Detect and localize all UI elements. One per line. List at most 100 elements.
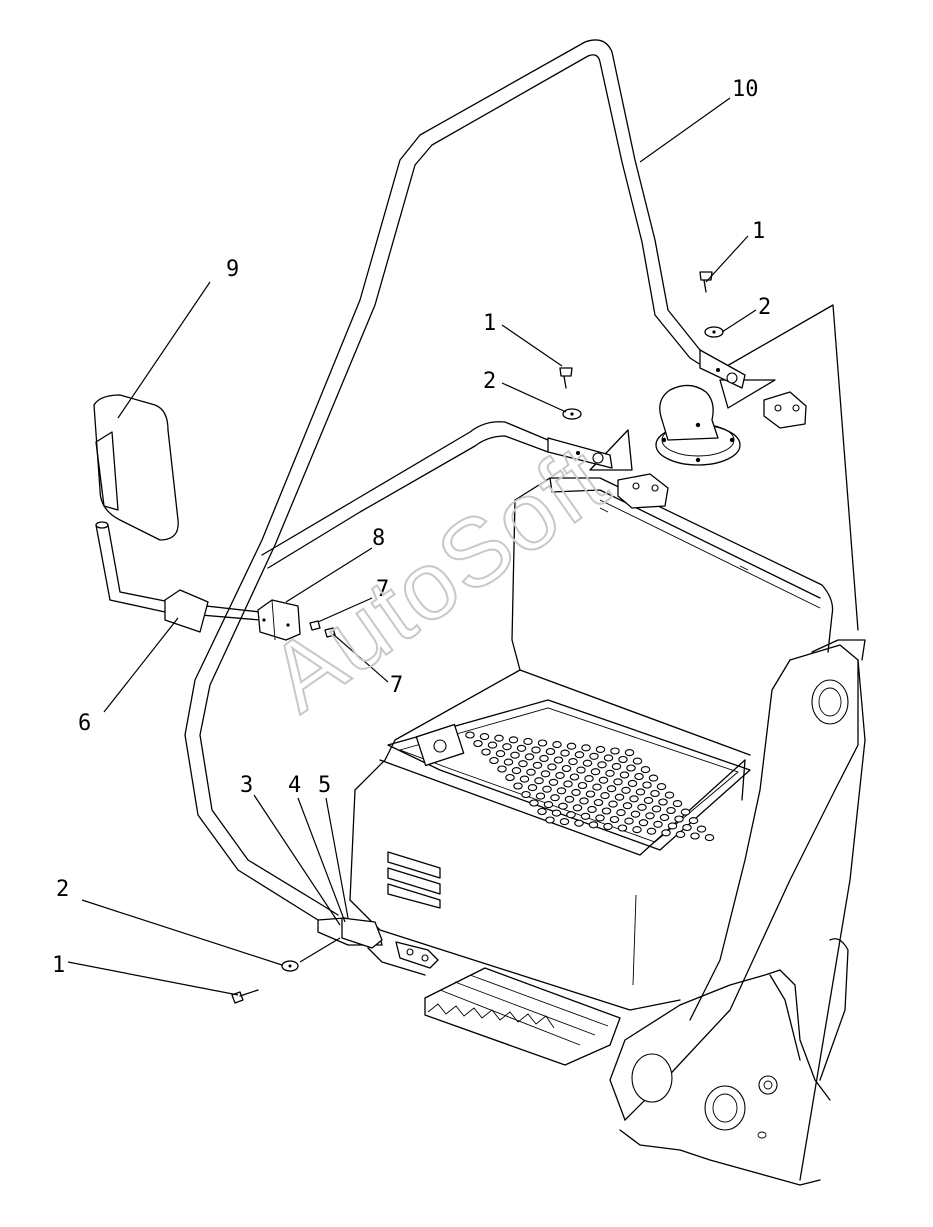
perforation-hole <box>630 810 641 818</box>
perforation-hole <box>571 788 581 796</box>
perforation-hole <box>632 826 642 834</box>
callout-6: 6 <box>78 711 91 736</box>
perforation-hole <box>658 798 668 806</box>
perforation-hole <box>513 782 523 790</box>
perforation-hole <box>610 747 620 755</box>
perforation-hole <box>529 799 539 807</box>
handrail-frame <box>184 39 721 929</box>
perforation-hole <box>465 731 475 739</box>
perforation-hole <box>589 752 599 760</box>
fuel-cap <box>655 384 741 466</box>
rail-clamp-lower <box>317 917 439 976</box>
loader-arm <box>624 639 866 1181</box>
perforation-hole <box>659 813 670 821</box>
perforation-hole <box>653 820 663 828</box>
perforation-hole <box>545 747 556 756</box>
perforation-hole <box>643 796 654 804</box>
perforation-hole <box>561 764 572 773</box>
perforation-hole <box>621 786 631 794</box>
perforation-hole <box>618 755 628 764</box>
perforation-hole <box>503 758 514 766</box>
perforation-hole <box>585 790 596 798</box>
perforation-hole <box>527 784 538 792</box>
perforation-hole <box>473 739 483 748</box>
callout-2-middle: 2 <box>483 369 496 394</box>
perforation-hole <box>619 771 630 779</box>
perforation-hole <box>646 827 657 835</box>
perforation-hole <box>704 834 715 842</box>
perforation-hole <box>667 822 678 830</box>
perforation-hole <box>624 749 635 757</box>
callout-4: 4 <box>288 773 301 798</box>
perforation-hole <box>582 759 593 767</box>
mirror-bracket <box>257 507 749 641</box>
perforation-hole <box>627 779 638 787</box>
perforation-hole <box>613 778 623 786</box>
perforation-hole <box>489 756 499 765</box>
upper-side-rail <box>261 421 549 569</box>
callout-7-lower: 7 <box>390 673 403 698</box>
perforation-hole <box>656 783 667 791</box>
callout-5: 5 <box>318 773 331 798</box>
perforation-hole <box>661 829 671 837</box>
perforation-hole <box>611 762 622 770</box>
callout-1-bottom-left: 1 <box>52 953 65 978</box>
perforation-hole <box>588 821 599 829</box>
perforation-hole <box>672 800 683 808</box>
perforation-hole <box>675 830 686 838</box>
watermark: AutoSoft <box>251 424 627 732</box>
perforation-hole <box>577 781 588 790</box>
perforation-hole <box>558 802 568 810</box>
perforation-hole <box>564 795 575 803</box>
perforation-hole <box>595 745 606 753</box>
perforation-hole <box>566 742 577 750</box>
perforation-hole <box>579 797 589 805</box>
perforation-hole <box>624 817 634 825</box>
callout-2-bottom-left: 2 <box>56 877 69 902</box>
perforation-hole <box>551 809 562 817</box>
perforation-hole <box>542 785 552 793</box>
perforation-hole <box>481 748 491 756</box>
perforation-hole <box>550 794 560 802</box>
perforation-hole <box>580 812 591 820</box>
perforation-hole <box>526 768 536 776</box>
perforation-hole <box>682 823 692 832</box>
perforation-hole <box>487 741 498 749</box>
callout-8: 8 <box>372 526 385 551</box>
perforation-hole <box>559 818 570 826</box>
perforation-hole <box>603 822 613 830</box>
perforation-hole <box>609 815 620 824</box>
perforation-hole <box>563 780 573 788</box>
perforation-hole <box>666 806 676 815</box>
perforation-hole <box>605 769 615 777</box>
perforation-hole <box>548 778 559 786</box>
perforation-hole <box>648 774 659 782</box>
perforation-hole <box>543 801 554 809</box>
perforation-hole <box>664 791 675 799</box>
perforation-hole <box>537 739 548 747</box>
perforation-hole <box>523 737 533 745</box>
perforation-hole <box>584 775 594 783</box>
perforation-hole <box>495 750 506 758</box>
perforation-hole <box>592 783 602 791</box>
perforation-hole <box>608 800 618 808</box>
perforation-hole <box>547 763 557 771</box>
perforation-hole <box>560 749 570 757</box>
callout-10: 10 <box>732 77 759 102</box>
perforation-hole <box>574 751 585 759</box>
perforation-hole <box>505 773 515 782</box>
perforation-hole <box>626 764 636 772</box>
callout-2-top-right: 2 <box>758 295 771 320</box>
perforation-hole <box>634 772 644 781</box>
perforation-hole <box>593 798 604 807</box>
perforation-hole <box>600 792 610 800</box>
perforation-hole <box>696 825 707 833</box>
leader-lines <box>67 97 757 996</box>
perforation-hole <box>629 795 639 803</box>
perforation-hole <box>601 807 612 815</box>
perforation-hole <box>650 789 660 798</box>
perforation-hole <box>511 767 522 775</box>
perforation-hole <box>569 773 580 781</box>
perforation-hole <box>574 819 584 827</box>
perforation-hole <box>524 753 535 761</box>
